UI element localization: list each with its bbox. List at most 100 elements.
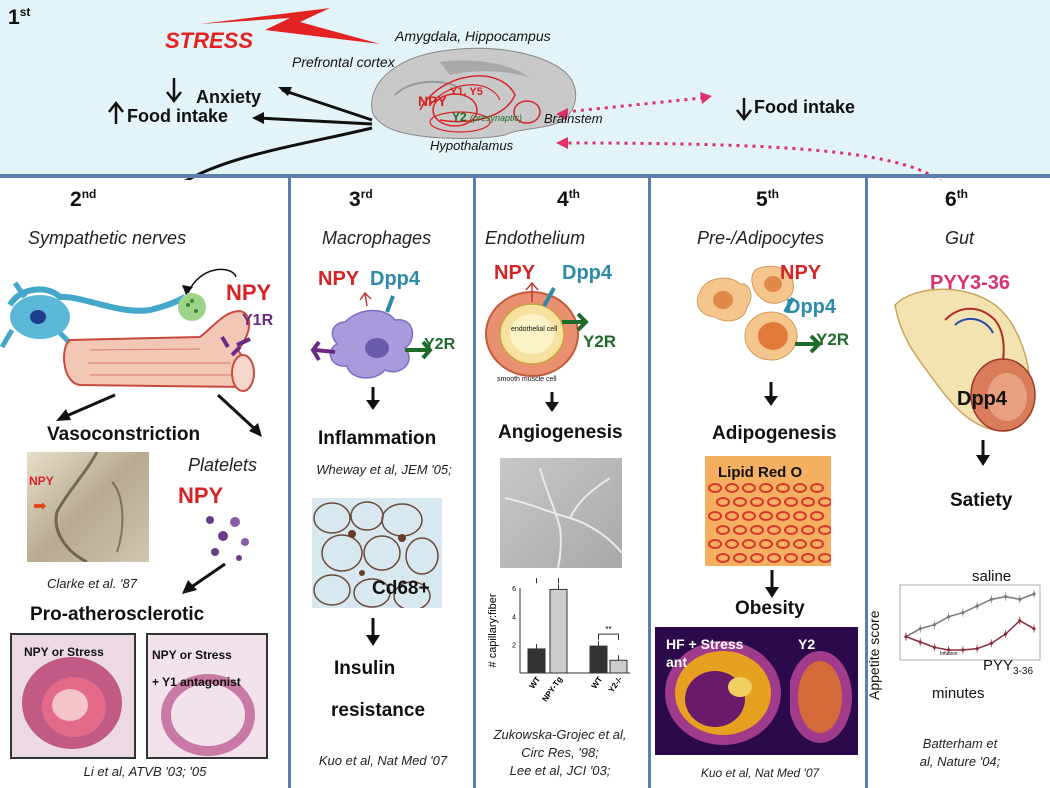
appetite-ylabel: Appetite score [866, 610, 882, 701]
hf-stress-label: HF + Stress [666, 636, 744, 652]
plot-frame [899, 584, 1041, 661]
adipocyte-illustration [696, 265, 822, 406]
mri-image-right [790, 627, 858, 755]
y2-mri-label: Y2 [798, 636, 816, 652]
x-tick-label: Y2-/- [607, 675, 625, 695]
lipid-droplet [742, 483, 756, 493]
lipid-droplet [750, 497, 764, 507]
lipid-droplet [725, 511, 739, 521]
lipid-droplet [784, 553, 798, 563]
panel2-cite2: Li et al, ATVB '03; '05 [83, 764, 207, 779]
lipid-droplet [776, 511, 790, 521]
ordinal-1st: 1st [8, 5, 31, 29]
brainstem-label: Brainstem [544, 111, 603, 126]
arrow-to-satiety [976, 440, 990, 466]
bar [527, 648, 546, 674]
ordinal-5th: 5th [756, 187, 780, 211]
lipid-droplet [708, 483, 722, 493]
food-intake-left-label: Food intake [127, 106, 229, 126]
lipid-droplet [716, 525, 730, 535]
panel4-dpp4: Dpp4 [562, 262, 612, 284]
lipid-droplet [818, 525, 831, 535]
mri-image-left [655, 627, 790, 755]
lipid-droplet [725, 539, 739, 549]
angiogram-npy-label: NPY [29, 474, 54, 488]
cd68-label: Cd68+ [372, 578, 430, 599]
brain-y2-label: Y2 (presynaptic) [452, 110, 523, 124]
infusion-label: Infusion [940, 651, 958, 657]
panel5-npy: NPY [780, 262, 822, 284]
arrow-to-obesity [765, 570, 779, 598]
lipid-droplet [810, 539, 824, 549]
lipid-droplet [742, 511, 756, 521]
panel3-cite2: Kuo et al, Nat Med '07 [318, 753, 448, 768]
lipid-droplet [784, 525, 798, 535]
lipid-droplet [767, 525, 781, 535]
y-tick-label: 4 [512, 614, 516, 621]
panel4-title: Endothelium [485, 228, 586, 248]
ordinal-4th: 4th [557, 187, 581, 211]
panel3-npy: NPY [318, 268, 360, 290]
gut-illustration [894, 288, 1036, 453]
panel5-y2r: Y2R [816, 330, 850, 349]
panel5-dpp4: Dpp4 [786, 296, 836, 318]
histo-right-label-2: + Y1 antagonist [152, 675, 241, 689]
ordinal-6th: 6th [945, 187, 969, 211]
bar-chart-ylabel: # capillary:fiber [487, 593, 499, 667]
panel6-cite1: Batterham et [922, 736, 998, 751]
arrow-to-pro [182, 562, 226, 594]
panel6-cite2: al, Nature '04; [919, 754, 1001, 769]
ordinal-2nd: 2nd [70, 187, 97, 211]
pyy3-36-label: PYY3-36 [930, 272, 1011, 294]
amygdala-label: Amygdala, Hippocampus [395, 28, 551, 44]
panel4-y2r: Y2R [583, 332, 617, 351]
brain-illustration [371, 47, 577, 139]
hf-ant-label: ant [666, 654, 687, 670]
inflammation-label: Inflammation [318, 428, 437, 449]
lightning-bolt-icon [200, 8, 380, 44]
insulin-label: Insulin [334, 658, 396, 679]
brain-y1y5-label: Y1, Y5 [450, 86, 483, 98]
obesity-label: Obesity [735, 598, 805, 619]
histo-right-label-1: NPY or Stress [152, 648, 232, 662]
lipid-droplet [793, 539, 807, 549]
lipid-label: Lipid Red O [718, 464, 803, 481]
panel3-cite1: Wheway et al, JEM '05; [316, 462, 452, 477]
y2-note: (presynaptic) [470, 113, 523, 123]
lipid-droplet [784, 497, 798, 507]
platelets-label: Platelets [188, 455, 258, 475]
lipid-droplet [733, 553, 747, 563]
stress-label: STRESS [165, 28, 254, 53]
lipid-droplet [716, 497, 730, 507]
vasoconstriction-label: Vasoconstriction [47, 424, 201, 445]
column-divider [648, 176, 651, 788]
platelets-npy: NPY [178, 483, 224, 508]
lipid-droplet [801, 497, 815, 507]
panel6-dpp4: Dpp4 [957, 388, 1007, 410]
lipid-droplet [716, 553, 730, 563]
top-diagram [108, 8, 942, 180]
lipid-droplet [810, 483, 824, 493]
endothelium-illustration [485, 282, 589, 412]
angiogram-image [27, 452, 149, 562]
platelets-illustration [206, 516, 249, 561]
lipid-droplet [708, 539, 722, 549]
angiogenesis-image [500, 458, 622, 568]
panel6-title: Gut [945, 228, 975, 248]
significance-bracket [598, 633, 619, 641]
saline-label: saline [972, 568, 1012, 585]
ordinal-3rd: 3rd [349, 187, 373, 211]
y-tick-label: 2 [512, 643, 516, 650]
section-divider [0, 174, 1050, 178]
pro-atherosclerotic-label: Pro-atherosclerotic [30, 604, 205, 625]
histology-image-right [146, 633, 268, 759]
macrophage-illustration [310, 292, 433, 410]
lipid-droplet [793, 511, 807, 521]
lipid-droplet [818, 497, 831, 507]
pyy-chart-label: PYY3-36 [983, 657, 1033, 677]
cd68-image [312, 498, 442, 608]
lipid-droplet [742, 539, 756, 549]
panel4-cite1: Zukowska-Grojec et al, [493, 727, 627, 742]
lipid-droplet [767, 497, 781, 507]
